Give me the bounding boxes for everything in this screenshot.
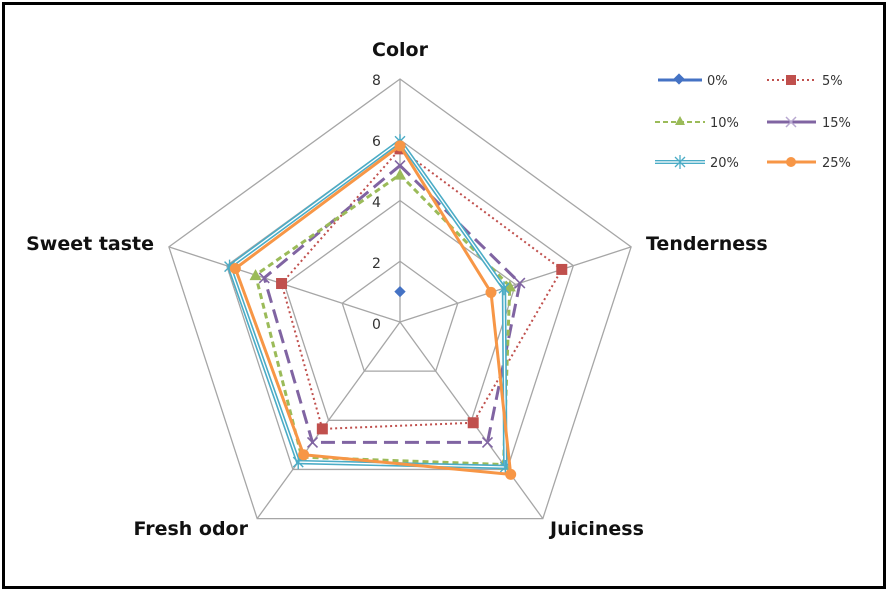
- square-marker-icon: [467, 417, 479, 429]
- category-label-juiciness: Juiciness: [548, 518, 644, 540]
- series-line: [233, 144, 513, 476]
- data-series: [224, 134, 568, 480]
- diamond-marker-icon: [394, 285, 406, 298]
- series-15pct[interactable]: [258, 160, 526, 448]
- square-marker-icon: [556, 263, 568, 275]
- star-marker-icon: [674, 155, 686, 169]
- axis-spoke: [399, 246, 632, 323]
- tick-label-6: 6: [372, 134, 381, 150]
- series-line: [280, 147, 563, 430]
- category-label-color: Color: [372, 39, 429, 61]
- grid-ring-8: [168, 78, 632, 520]
- triangle-marker-icon: [394, 168, 406, 180]
- legend-label-10: 10%: [710, 116, 739, 131]
- circle-marker-icon: [485, 286, 497, 298]
- x-marker-icon: [514, 277, 526, 289]
- circle-marker-icon: [786, 157, 796, 167]
- series-line: [227, 139, 508, 470]
- legend: 0% 5% 10% 15% 20% 25%: [655, 73, 851, 171]
- triangle-marker-icon: [503, 280, 516, 292]
- legend-item-0[interactable]: 0%: [658, 73, 728, 89]
- category-label-fresh-odor: Fresh odor: [133, 518, 248, 540]
- diamond-marker-icon: [673, 73, 685, 85]
- legend-item-5[interactable]: 5%: [767, 74, 843, 89]
- grid-ring-6: [225, 138, 575, 471]
- axis-spoke: [256, 321, 401, 519]
- legend-label-15: 15%: [822, 116, 851, 131]
- legend-label-0: 0%: [707, 74, 728, 89]
- legend-item-10[interactable]: 10%: [655, 116, 739, 131]
- circle-marker-icon: [298, 449, 310, 461]
- x-marker-icon: [306, 436, 319, 448]
- circle-marker-icon: [229, 262, 241, 274]
- series-0pct[interactable]: [394, 285, 406, 298]
- legend-item-20[interactable]: 20%: [655, 155, 739, 171]
- circle-marker-icon: [505, 468, 517, 480]
- tick-label-0: 0: [372, 317, 381, 333]
- grid-ring-2: [341, 260, 459, 372]
- circle-marker-icon: [394, 140, 406, 152]
- triangle-marker-icon: [675, 116, 685, 125]
- square-marker-icon: [276, 278, 288, 290]
- grid-ring-4: [283, 199, 517, 421]
- legend-label-25: 25%: [822, 156, 851, 171]
- star-marker-icon: [498, 281, 510, 296]
- tick-label-2: 2: [372, 256, 381, 272]
- legend-label-20: 20%: [710, 156, 739, 171]
- x-marker-icon: [258, 272, 270, 284]
- tick-label-4: 4: [372, 195, 381, 211]
- square-marker-icon: [786, 75, 796, 85]
- series-25pct[interactable]: [229, 140, 517, 480]
- category-label-sweet-taste: Sweet taste: [26, 233, 154, 255]
- category-labels: Color Tenderness Juiciness Fresh odor Sw…: [26, 39, 768, 540]
- legend-item-15[interactable]: 15%: [767, 116, 851, 131]
- triangle-marker-icon: [249, 269, 262, 281]
- category-label-tenderness: Tenderness: [646, 233, 768, 255]
- x-marker-icon: [481, 436, 494, 448]
- x-marker-icon: [394, 160, 406, 172]
- series-line-inner: [228, 140, 506, 468]
- legend-label-5: 5%: [822, 74, 843, 89]
- series-line: [262, 164, 522, 444]
- radial-axis-ticks: 0 2 4 6 8: [372, 73, 381, 333]
- tick-label-8: 8: [372, 73, 381, 89]
- square-marker-icon: [316, 423, 328, 435]
- x-marker-icon: [785, 116, 797, 128]
- legend-item-25[interactable]: 25%: [767, 156, 851, 171]
